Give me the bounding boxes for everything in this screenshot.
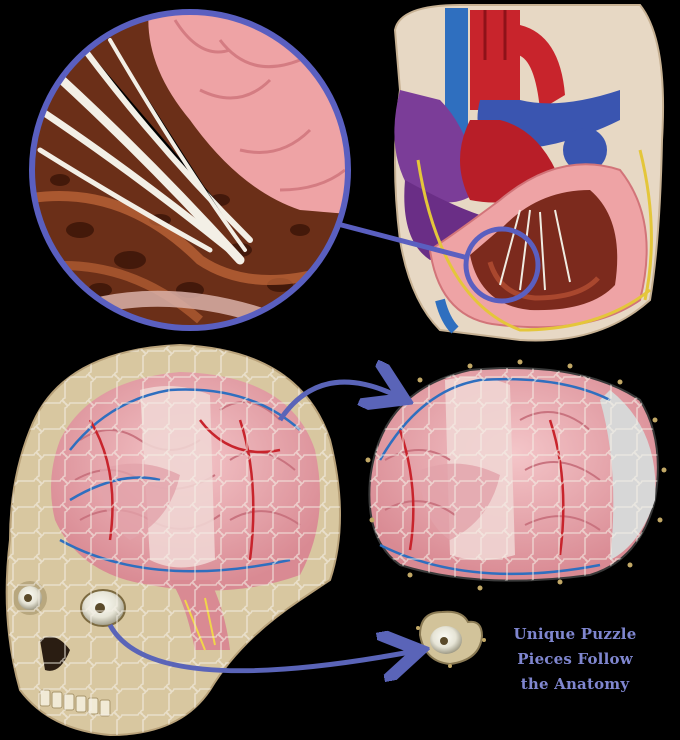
caption-text: Unique Puzzle Pieces Follow the Anatomy — [500, 622, 650, 697]
skull-brain-puzzle — [5, 343, 341, 737]
brain-arrow — [277, 382, 395, 422]
caption-line-2: Pieces Follow — [517, 650, 633, 668]
heart-illustration — [393, 4, 665, 342]
eye-puzzle-piece — [416, 610, 486, 668]
caption-line-3: the Anatomy — [520, 675, 630, 693]
magnifier-callout — [29, 9, 351, 331]
brain-puzzle-piece — [365, 359, 667, 591]
callout-connector — [329, 219, 469, 261]
eye-arrow — [107, 623, 410, 671]
caption-line-1: Unique Puzzle — [513, 625, 637, 643]
